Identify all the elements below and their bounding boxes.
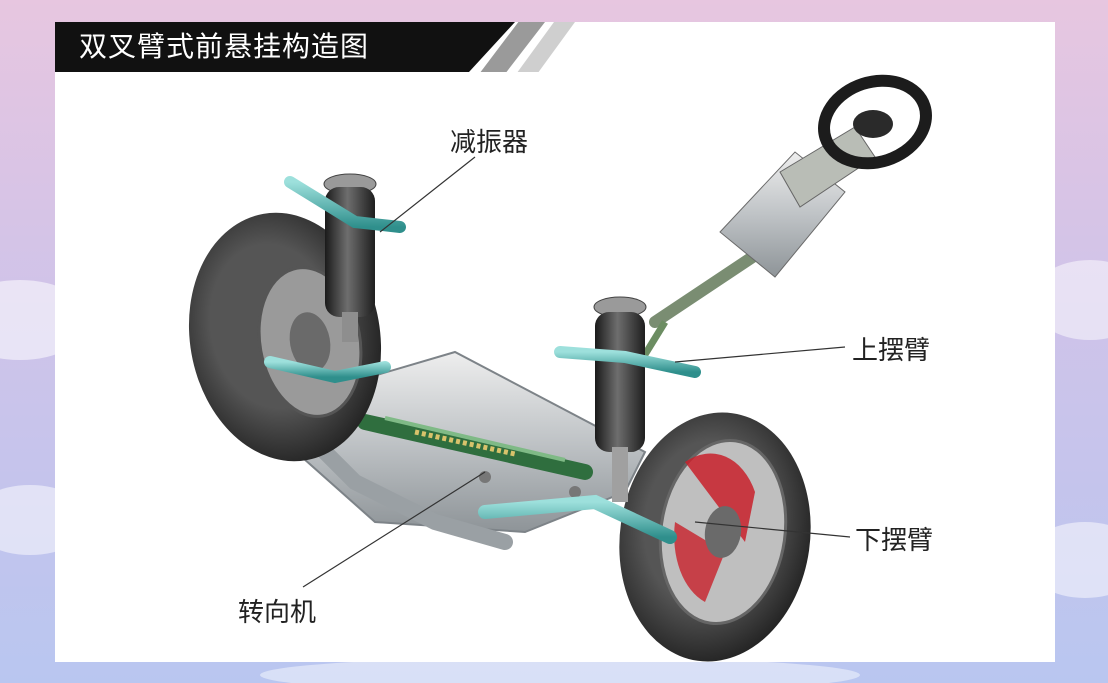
right-shock-absorber xyxy=(593,296,647,502)
left-arms xyxy=(264,176,406,384)
diagram-panel: 双叉臂式前悬挂构造图 减振器 上摆臂 下摆臂 转向机 xyxy=(55,22,1055,662)
label-lower-arm: 下摆臂 xyxy=(855,526,934,556)
label-steering-gear: 转向机 xyxy=(238,598,317,628)
suspension-illustration xyxy=(188,74,932,662)
right-wheel xyxy=(619,412,811,662)
right-upper-arm xyxy=(554,346,701,378)
page-title: 双叉臂式前悬挂构造图 xyxy=(79,30,370,63)
title-bar xyxy=(55,22,515,72)
label-upper-arm: 上摆臂 xyxy=(852,336,931,366)
steering-rack xyxy=(357,414,593,480)
right-lower-arm xyxy=(478,494,677,544)
label-shock-absorber: 减振器 xyxy=(450,128,529,158)
leader-lines xyxy=(302,156,851,588)
